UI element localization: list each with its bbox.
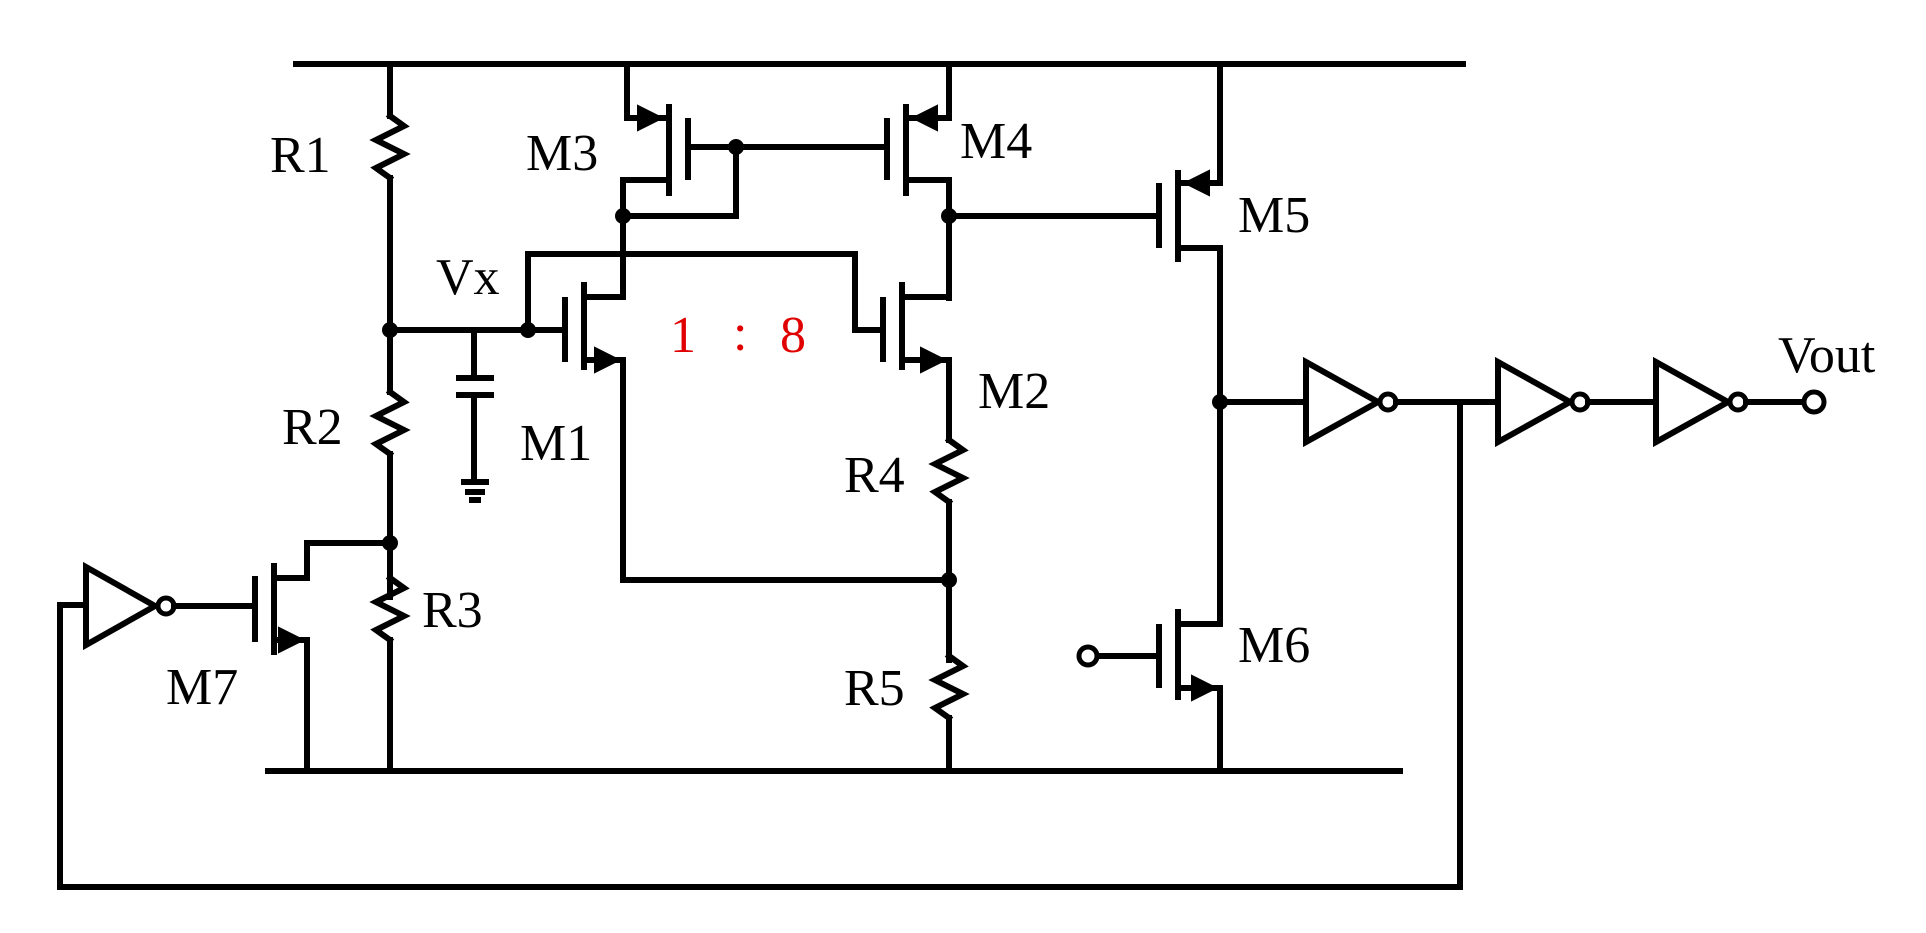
label-r1: R1: [270, 127, 331, 184]
m3-diode-wire: [620, 144, 739, 219]
transistor-m1: [562, 204, 626, 583]
label-m7: M7: [166, 659, 238, 716]
junction-dot: [1212, 394, 1228, 410]
label-vx: Vx: [436, 249, 500, 306]
label-m2: M2: [978, 363, 1050, 420]
label-r5: R5: [844, 660, 905, 717]
junction-dot: [382, 322, 398, 338]
ratio-colon: :: [733, 305, 747, 362]
label-m1: M1: [520, 415, 592, 472]
junction-dot: [941, 208, 957, 224]
capacitor: [456, 327, 494, 480]
transistor-m2: [880, 211, 952, 443]
junction-dot: [728, 139, 744, 155]
transistor-m3: [620, 61, 739, 219]
transistor-m6: [1095, 609, 1223, 774]
junction-dot: [382, 535, 398, 551]
transistor-m7: [252, 540, 393, 774]
label-vout: Vout: [1778, 327, 1876, 384]
junction-dot: [520, 322, 536, 338]
label-r4: R4: [844, 447, 905, 504]
label-r2: R2: [282, 399, 343, 456]
vout-terminal: [1801, 389, 1827, 415]
ratio-annotation: 1 : 8: [670, 305, 806, 364]
resistor-r5: [928, 577, 970, 774]
inverter-feedback: [83, 561, 258, 651]
m6-gate-terminal: [1076, 644, 1100, 668]
inverter-1: [1303, 356, 1501, 448]
label-m3: M3: [526, 125, 598, 182]
feedback-wire: [57, 403, 1463, 890]
transistor-m5: [1156, 61, 1223, 405]
label-m4: M4: [960, 113, 1032, 170]
ratio-left: 1: [670, 307, 696, 364]
label-m6: M6: [1238, 617, 1310, 674]
label-r3: R3: [422, 582, 483, 639]
ratio-right: 8: [780, 307, 806, 364]
transistor-m4: [884, 61, 952, 219]
label-m5: M5: [1238, 187, 1310, 244]
resistor-r3: [369, 540, 411, 774]
inverter-2: [1495, 356, 1659, 448]
ground-symbol-icon: [461, 479, 489, 503]
junction-dot: [615, 208, 631, 224]
junction-dot: [941, 572, 957, 588]
inverter-3: [1653, 356, 1809, 448]
